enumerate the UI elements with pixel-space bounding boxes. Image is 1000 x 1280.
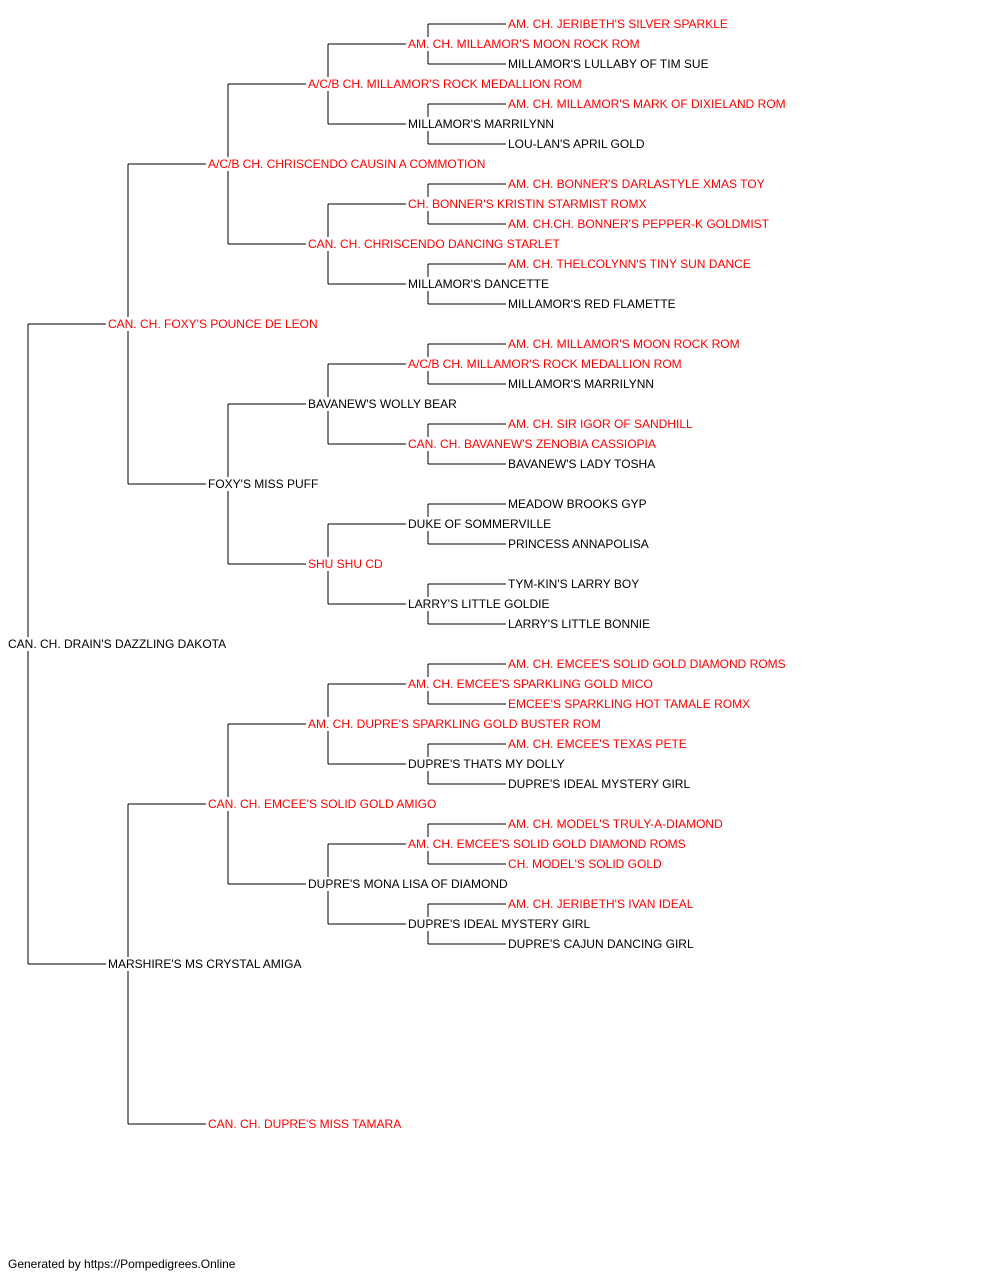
ancestor-name: AM. CH. MODEL'S TRULY-A-DIAMOND (506, 817, 725, 831)
ancestor-name: MILLAMOR'S MARRILYNN (506, 377, 657, 391)
ancestor-name: EMCEE'S SPARKLING HOT TAMALE ROMX (506, 697, 753, 711)
ancestor-name: A/C/B CH. MILLAMOR'S ROCK MEDALLION ROM (406, 357, 684, 371)
ancestor-name: AM. CH. JERIBETH'S SILVER SPARKLE (506, 17, 730, 31)
ancestor-name: CH. MODEL'S SOLID GOLD (506, 857, 664, 871)
ancestor-name: AM. CH. JERIBETH'S IVAN IDEAL (506, 897, 696, 911)
ancestor-name: PRINCESS ANNAPOLISA (506, 537, 651, 551)
ancestor-name: CAN. CH. EMCEE'S SOLID GOLD AMIGO (206, 797, 439, 811)
subject-dog-name: CAN. CH. DRAIN'S DAZZLING DAKOTA (6, 637, 229, 651)
ancestor-name: CH. BONNER'S KRISTIN STARMIST ROMX (406, 197, 649, 211)
ancestor-name: MILLAMOR'S RED FLAMETTE (506, 297, 678, 311)
ancestor-name: MEADOW BROOKS GYP (506, 497, 649, 511)
ancestor-name: A/C/B CH. CHRISCENDO CAUSIN A COMMOTION (206, 157, 488, 171)
ancestor-name: DUPRE'S CAJUN DANCING GIRL (506, 937, 696, 951)
ancestor-name: AM. CH. THELCOLYNN'S TINY SUN DANCE (506, 257, 753, 271)
ancestor-name: DUPRE'S THATS MY DOLLY (406, 757, 567, 771)
generated-by-footer: Generated by https://Pompedigrees.Online (8, 1257, 236, 1271)
ancestor-name: FOXY'S MISS PUFF (206, 477, 321, 491)
ancestor-name: AM. CH. EMCEE'S SOLID GOLD DIAMOND ROMS (406, 837, 688, 851)
ancestor-name: AM. CH. MILLAMOR'S MOON ROCK ROM (506, 337, 742, 351)
ancestor-name: AM. CH. SIR IGOR OF SANDHILL (506, 417, 695, 431)
ancestor-name: CAN. CH. BAVANEW'S ZENOBIA CASSIOPIA (406, 437, 658, 451)
ancestor-name: DUPRE'S IDEAL MYSTERY GIRL (506, 777, 693, 791)
ancestor-name: AM. CH. EMCEE'S SPARKLING GOLD MICO (406, 677, 655, 691)
ancestor-name: LARRY'S LITTLE GOLDIE (406, 597, 552, 611)
ancestor-name: BAVANEW'S WOLLY BEAR (306, 397, 459, 411)
ancestor-name: LOU-LAN'S APRIL GOLD (506, 137, 647, 151)
ancestor-name: AM. CH. EMCEE'S SOLID GOLD DIAMOND ROMS (506, 657, 788, 671)
ancestor-name: LARRY'S LITTLE BONNIE (506, 617, 653, 631)
ancestor-name: MILLAMOR'S LULLABY OF TIM SUE (506, 57, 711, 71)
ancestor-name: AM. CH.CH. BONNER'S PEPPER-K GOLDMIST (506, 217, 771, 231)
ancestor-name: MILLAMOR'S MARRILYNN (406, 117, 557, 131)
ancestor-name: MARSHIRE'S MS CRYSTAL AMIGA (106, 957, 304, 971)
ancestor-name: DUPRE'S MONA LISA OF DIAMOND (306, 877, 510, 891)
ancestor-name: BAVANEW'S LADY TOSHA (506, 457, 658, 471)
ancestor-name: A/C/B CH. MILLAMOR'S ROCK MEDALLION ROM (306, 77, 584, 91)
ancestor-name: AM. CH. EMCEE'S TEXAS PETE (506, 737, 689, 751)
ancestor-name: DUKE OF SOMMERVILLE (406, 517, 554, 531)
ancestor-name: AM. CH. MILLAMOR'S MARK OF DIXIELAND ROM (506, 97, 788, 111)
ancestor-name: DUPRE'S IDEAL MYSTERY GIRL (406, 917, 593, 931)
ancestor-name: SHU SHU CD (306, 557, 385, 571)
ancestor-name: TYM-KIN'S LARRY BOY (506, 577, 642, 591)
ancestor-name: MILLAMOR'S DANCETTE (406, 277, 551, 291)
ancestor-name: CAN. CH. CHRISCENDO DANCING STARLET (306, 237, 562, 251)
ancestor-name: CAN. CH. DUPRE'S MISS TAMARA (206, 1117, 404, 1131)
ancestor-name: CAN. CH. FOXY'S POUNCE DE LEON (106, 317, 320, 331)
ancestor-name: AM. CH. MILLAMOR'S MOON ROCK ROM (406, 37, 642, 51)
ancestor-name: AM. CH. BONNER'S DARLASTYLE XMAS TOY (506, 177, 767, 191)
ancestor-name: AM. CH. DUPRE'S SPARKLING GOLD BUSTER RO… (306, 717, 603, 731)
